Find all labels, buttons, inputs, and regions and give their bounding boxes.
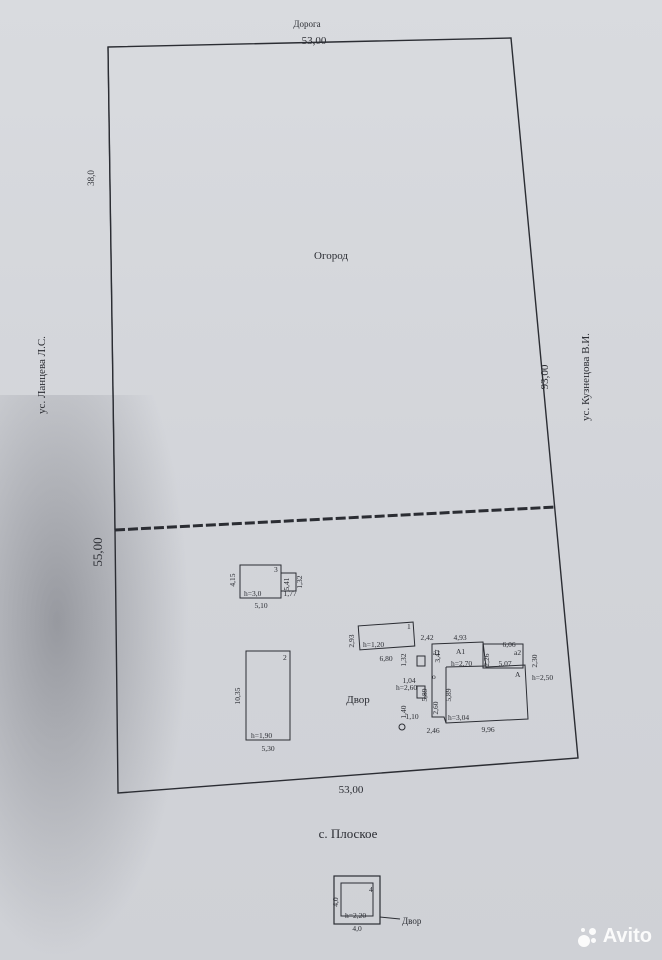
building-3-number: 3 — [274, 565, 278, 574]
building-1: 1 h=1,20 6,80 2,93 — [347, 621, 416, 663]
house-dim-7: 2,26 — [482, 653, 491, 666]
house-dim-2: 4,93 — [453, 633, 466, 642]
avito-logo-text: Avito — [602, 925, 652, 947]
house-label-a1-small: а1 — [433, 648, 440, 657]
building-3-width: 5,10 — [254, 601, 267, 610]
left-owner-label: ус. Ланцева Л.С. — [36, 336, 48, 414]
building-2-number: 2 — [283, 653, 287, 662]
left-bottom-length-label: 55,00 — [90, 537, 105, 566]
building-1-depth: 2,93 — [347, 634, 356, 647]
house-dim-4: 3,47 — [433, 649, 442, 662]
legend-width: 4,0 — [352, 924, 362, 933]
right-owner-label: ус. Кузнецова В.И. — [580, 333, 592, 421]
village-label: с. Плоское — [319, 826, 378, 841]
legend-depth: 4,0 — [331, 897, 340, 907]
garden-left-edge — [107, 46, 116, 531]
building-3-ext-depth: 1,32 — [295, 575, 304, 588]
house-label-c: о — [432, 672, 436, 681]
building-2-height: h=1,90 — [251, 731, 272, 740]
plot-boundary — [107, 37, 579, 794]
yard-label: Двор — [346, 694, 370, 706]
road-label: Дорога — [293, 19, 320, 29]
house-dim-17: h=3,04 — [448, 713, 469, 722]
building-3: 3 h=3,0 5,10 4,15 1,77 1,32 5,41 — [228, 564, 304, 610]
building-2: 2 h=1,90 5,30 10,35 — [233, 650, 291, 753]
house-dim-12: h=2,60 — [396, 683, 417, 692]
avito-logo-icon — [577, 926, 599, 948]
left-top-length-label: 38,0 — [86, 170, 96, 186]
building-3-ext-note: 5,41 — [282, 577, 291, 590]
garden-yard-divider — [114, 505, 557, 532]
house-dim-20: 9,96 — [481, 725, 494, 734]
house-label-a: А — [515, 670, 521, 679]
garden-label: Огород — [314, 250, 348, 262]
house-dim-6: h=2,70 — [451, 659, 472, 668]
building-2-width: 5,30 — [261, 744, 274, 753]
house-label-a2: а2 — [514, 648, 521, 657]
building-3-height: h=3,0 — [244, 589, 262, 598]
avito-watermark: Avito — [577, 925, 652, 948]
house-dim-5: 1,32 — [399, 653, 408, 666]
house-label-a1: А1 — [456, 647, 465, 656]
house-dim-13: 1,40 — [399, 705, 408, 718]
right-length-label: 93,00 — [539, 364, 551, 389]
house-dim-10: h=2,50 — [532, 673, 553, 682]
house-dim-9: 2,30 — [530, 654, 539, 667]
house-dim-14: 5,89 — [420, 688, 429, 701]
legend-height: h=2,20 — [345, 911, 366, 920]
house-complex: А1 А а2 а1 о 2,42 4,93 6,06 3,47 1,32 h=… — [396, 633, 553, 735]
legend-yard-label: Двор — [402, 916, 422, 926]
house-dim-11: 1,04 — [402, 676, 415, 685]
legend-number: 4 — [369, 885, 373, 894]
house-dim-1: 2,42 — [420, 633, 433, 642]
house-dim-8: 5,07 — [498, 659, 511, 668]
top-length-label: 53,00 — [302, 35, 327, 47]
house-dim-15: 2,60 — [431, 701, 440, 714]
building-1-width: 6,80 — [379, 654, 392, 663]
building-2-depth: 10,35 — [233, 687, 242, 704]
building-3-depth: 4,15 — [228, 573, 237, 586]
building-3-ext-width: 1,77 — [283, 589, 296, 598]
house-dim-18: 1,10 — [405, 712, 418, 721]
building-1-height: h=1,20 — [363, 640, 384, 649]
house-dim-19: 2,46 — [426, 726, 439, 735]
legend-building: 4 h=2,20 4,0 4,0 Двор — [331, 875, 422, 933]
bottom-length-label: 53,00 — [339, 784, 364, 796]
house-dim-16: 5,89 — [444, 688, 453, 701]
house-dim-3: 6,06 — [502, 640, 515, 649]
building-1-number: 1 — [407, 622, 411, 631]
